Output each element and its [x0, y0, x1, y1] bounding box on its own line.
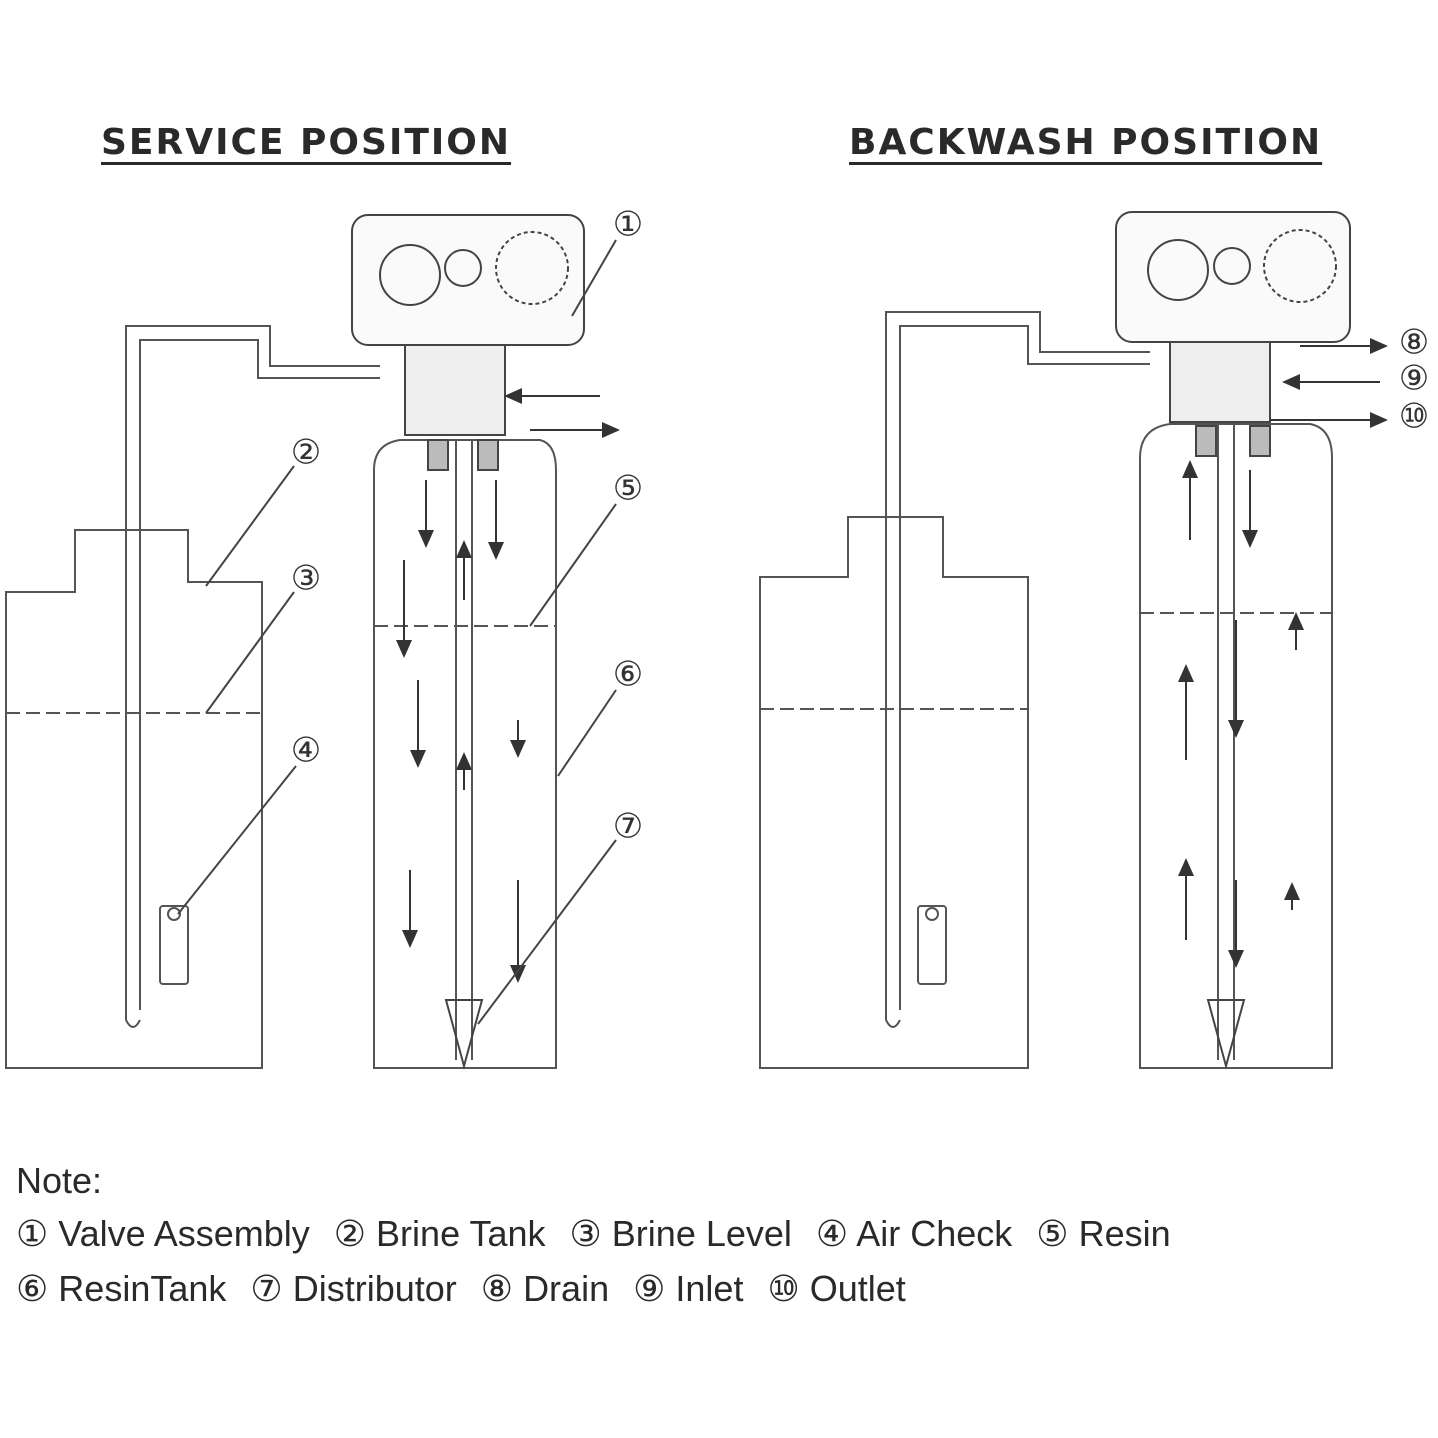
callout-5: ⑤	[613, 469, 643, 509]
backwash-distributor	[1206, 999, 1246, 1070]
note-line-2: ⑥ ResinTank ⑦ Distributor ⑧ Drain ⑨ Inle…	[16, 1268, 920, 1310]
note-label: ResinTank	[58, 1268, 227, 1309]
note-heading: Note:	[16, 1160, 103, 1201]
note-number: ⑦	[250, 1269, 283, 1310]
backwash-brine-line	[885, 311, 1150, 1028]
note-item-brine-level: ③ Brine Level	[569, 1213, 792, 1255]
note-number: ⑥	[16, 1269, 49, 1310]
service-resin-tank	[373, 439, 557, 1069]
service-valve-assembly	[351, 214, 585, 471]
callout-9: ⑨	[1399, 359, 1429, 399]
note-label: Resin	[1078, 1213, 1171, 1254]
callout-3: ③	[291, 559, 321, 599]
note-number: ②	[333, 1214, 367, 1255]
backwash-position-title: BACKWASH POSITION	[849, 122, 1323, 163]
service-flow-arrows	[396, 388, 620, 983]
callout-8: ⑧	[1399, 323, 1429, 363]
note-number: ④	[815, 1214, 849, 1255]
note-label: Inlet	[675, 1268, 744, 1309]
note-item-resin: ⑤ Resin	[1036, 1213, 1171, 1255]
callout-10: ⑩	[1399, 397, 1429, 437]
service-brine-tank	[5, 529, 263, 1069]
note-item-valve-assembly: ① Valve Assembly	[16, 1213, 310, 1255]
note-label: Outlet	[809, 1268, 906, 1309]
backwash-resin-tank	[1139, 423, 1333, 1069]
note-item-distributor: ⑦ Distributor	[250, 1268, 457, 1310]
backwash-air-check	[917, 905, 947, 985]
callout-6: ⑥	[613, 655, 643, 695]
note-label: Air Check	[856, 1213, 1013, 1254]
callout-4: ④	[291, 731, 321, 771]
service-distributor	[444, 999, 484, 1070]
service-air-check	[159, 905, 189, 985]
water-softener-diagram: ① ② ③ ④ ⑤ ⑥ ⑦ ⑧ ⑨ ⑩	[5, 205, 1429, 1070]
note-item-inlet: ⑨ Inlet	[633, 1268, 744, 1310]
note-label: Brine Tank	[376, 1213, 546, 1254]
note-label: Distributor	[292, 1268, 457, 1309]
note-number: ①	[16, 1214, 49, 1255]
note-number: ⑩	[767, 1269, 800, 1310]
backwash-flow-arrows	[1178, 338, 1388, 968]
note-number: ⑧	[480, 1269, 514, 1310]
note-item-air-check: ④ Air Check	[815, 1213, 1013, 1255]
note-item-resintank: ⑥ ResinTank	[16, 1268, 227, 1310]
callout-leaders	[177, 239, 617, 1025]
note-number: ③	[569, 1214, 602, 1255]
note-label: Drain	[523, 1268, 610, 1309]
note-number: ⑨	[633, 1269, 666, 1310]
service-position-title: SERVICE POSITION	[101, 122, 512, 163]
backwash-valve-assembly	[1115, 211, 1351, 457]
note-item-brine-tank: ② Brine Tank	[333, 1213, 546, 1255]
note-item-outlet: ⑩ Outlet	[767, 1268, 906, 1310]
note-label: Valve Assembly	[58, 1213, 310, 1254]
backwash-brine-tank	[759, 516, 1029, 1069]
callout-2: ②	[291, 433, 321, 473]
note-line-1: ① Valve Assembly ② Brine Tank ③ Brine Le…	[16, 1213, 1185, 1255]
note-number: ⑤	[1036, 1214, 1069, 1255]
callout-7: ⑦	[613, 807, 643, 847]
note-label: Brine Level	[611, 1213, 792, 1254]
callout-1: ①	[613, 205, 643, 245]
note-item-drain: ⑧ Drain	[480, 1268, 610, 1310]
service-brine-line	[125, 325, 380, 1028]
